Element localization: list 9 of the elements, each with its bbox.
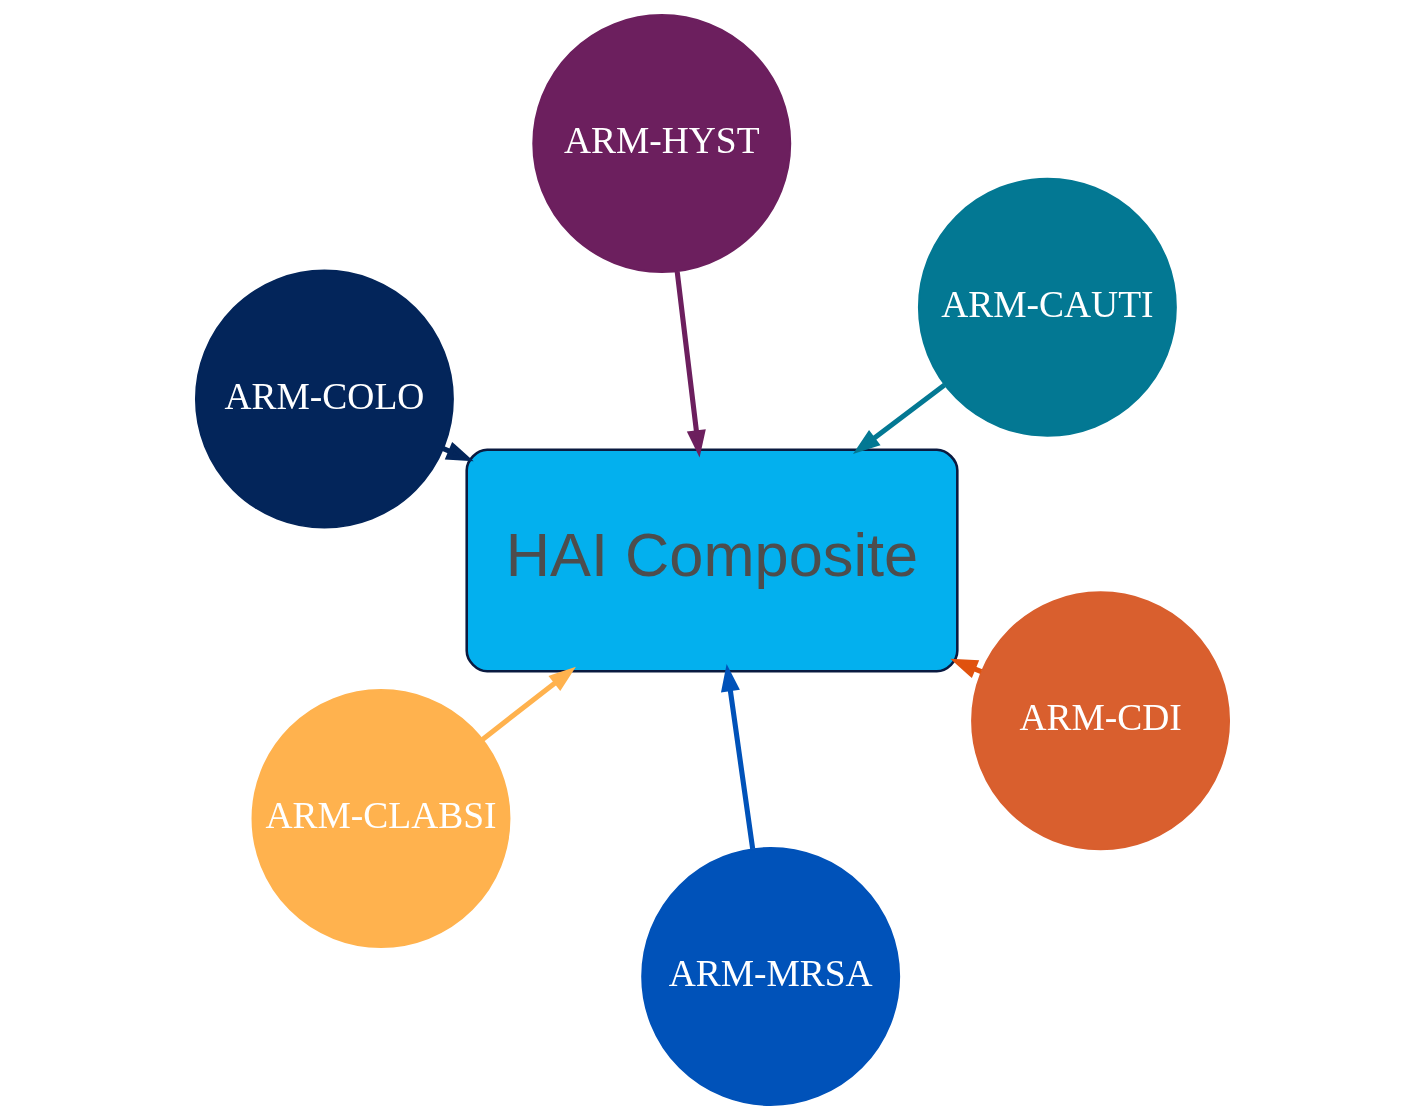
node-circle: ARM-CAUTI <box>917 177 1177 437</box>
arrow <box>481 666 576 742</box>
arrow <box>720 664 756 850</box>
node-circle: ARM-HYST <box>532 14 792 273</box>
arrow <box>674 271 706 458</box>
node-box: HAI Composite <box>465 448 959 673</box>
node-circle: ARM-MRSA <box>641 847 901 1106</box>
node-circle: ARM-CLABSI <box>251 689 511 948</box>
arrow <box>853 382 947 455</box>
